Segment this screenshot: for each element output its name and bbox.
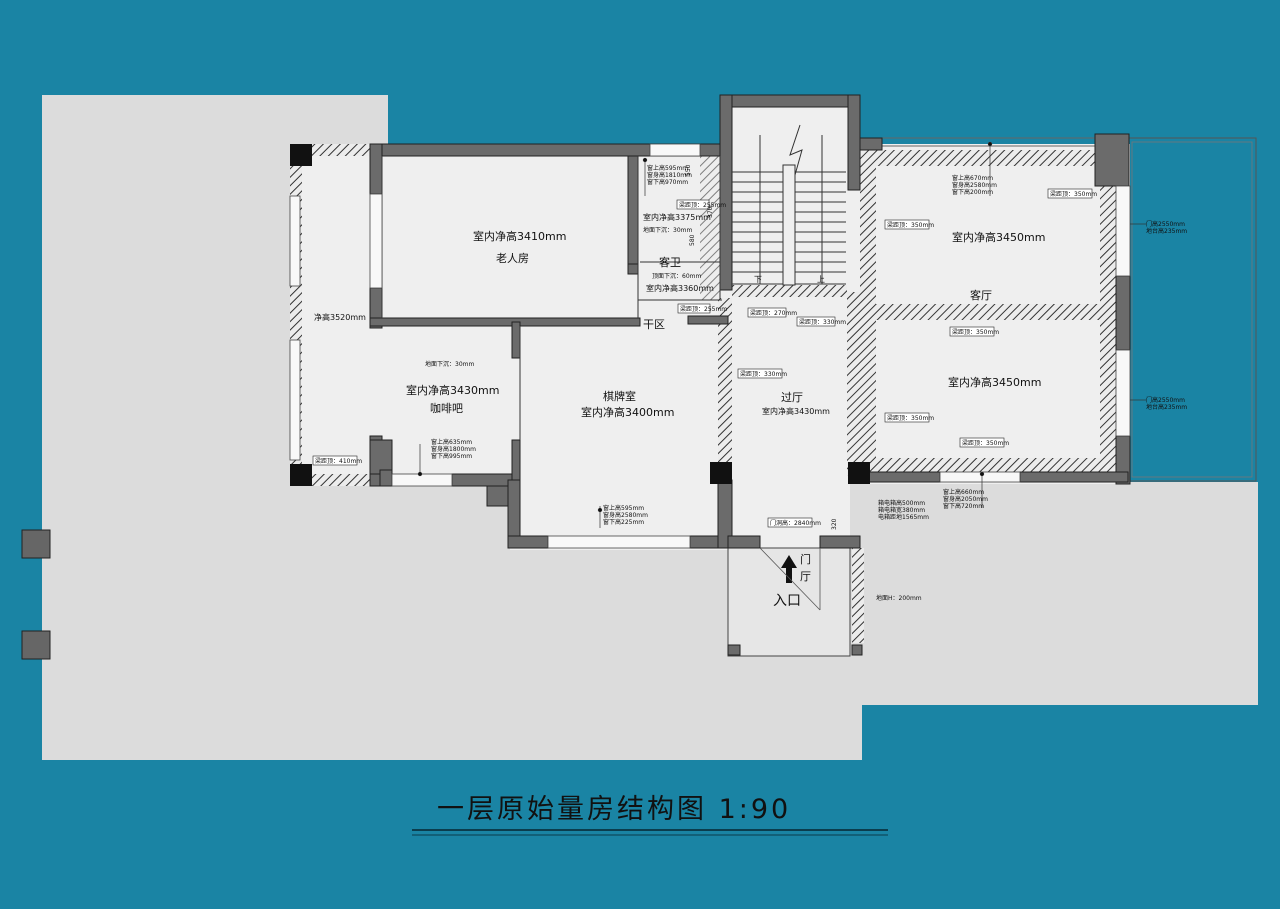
living-height-bottom: 室内净高3450mm	[948, 375, 1041, 389]
dimension-320: 320	[831, 518, 838, 530]
guest-bath-floor: 地面下沉：30mm	[643, 226, 692, 234]
window-spec: 窗下高995mm	[431, 452, 472, 460]
window-spec: 窗上高660mm	[943, 488, 984, 496]
door-swing	[759, 547, 821, 611]
foyer-name-2: 厅	[800, 570, 811, 583]
window-spec: 窗上高635mm	[431, 438, 472, 446]
windows	[289, 143, 1131, 549]
cafe-name: 咖啡吧	[430, 401, 463, 415]
wall-hatched	[718, 298, 732, 473]
foyer-name-1: 门	[800, 552, 811, 566]
column-marker	[21, 630, 51, 660]
window-spec: 窗身高1810mm	[647, 171, 692, 179]
stair-down-label: 下	[754, 275, 762, 284]
living-name: 客厅	[970, 288, 992, 302]
window-spec: 窗身高2050mm	[943, 495, 988, 503]
stair-up-label: 上	[817, 275, 825, 284]
entry-door-height: 门洞高：2840mm	[770, 519, 821, 527]
cafe-floor: 地面下沉：30mm	[425, 360, 474, 368]
hall-name: 过厅	[781, 391, 803, 404]
wall-hatched	[860, 458, 1116, 474]
guest-bath-name: 客卫	[659, 255, 681, 269]
drawing-title: 一层原始量房结构图 1:90	[437, 794, 791, 825]
beam-label: 梁距顶：255mm	[679, 201, 726, 209]
beam-hatched	[876, 304, 1100, 320]
beam-hatched	[732, 285, 847, 297]
door-spec: 地台高235mm	[1146, 403, 1187, 411]
guest-bath-height: 室内净高3375mm	[643, 212, 711, 222]
cafe-height: 室内净高3430mm	[406, 383, 499, 397]
entry-arrow-icon	[781, 555, 797, 583]
window-spec: 窗上高595mm	[603, 504, 644, 512]
guest-bath-height2: 室内净高3360mm	[646, 283, 714, 293]
beam-label: 梁距顶：350mm	[887, 221, 934, 229]
elder-room-name: 老人房	[496, 252, 529, 265]
beam-label: 梁距顶：330mm	[740, 370, 787, 378]
beam-label: 梁距顶：255mm	[680, 305, 727, 313]
living-height-top: 室内净高3450mm	[952, 230, 1045, 244]
beam-label: 梁距顶：350mm	[962, 439, 1009, 447]
east-terrace	[1127, 137, 1257, 482]
window-spec: 窗下高225mm	[603, 518, 644, 526]
mahjong-name: 棋牌室	[603, 389, 636, 403]
door-specs: 门高2550mm 地台高235mm 门高2550mm 地台高235mm 门洞高：…	[767, 220, 1187, 528]
mahjong-height: 室内净高3400mm	[581, 405, 674, 419]
door-spec: 门高2550mm	[1146, 220, 1185, 228]
elder-room-height: 室内净高3410mm	[473, 229, 566, 243]
window-spec: 窗上高670mm	[952, 174, 993, 182]
window-specs: 窗上高595mm 窗身高1810mm 窗下高970mm 窗上高635mm 窗身高…	[431, 164, 997, 526]
east-terrace-inner	[1131, 141, 1253, 478]
column-marker	[21, 529, 51, 559]
meter-box-spec: 电箱距地1565mm	[878, 513, 929, 521]
window-spec: 窗身高2580mm	[952, 181, 997, 189]
solid-walls	[369, 94, 1131, 656]
dimension-550: 550	[685, 164, 692, 176]
dimension-370: 370	[707, 206, 714, 218]
beam-label: 梁距顶：330mm	[799, 318, 846, 326]
window-spec: 窗身高1800mm	[431, 445, 476, 453]
wall-hatched	[860, 150, 1110, 166]
meter-box-spec: 箱电箱高500mm	[878, 499, 925, 507]
window-spec: 窗下高970mm	[647, 178, 688, 186]
structural-columns	[290, 144, 870, 486]
beam-label: 梁距顶：410mm	[315, 457, 362, 465]
hall-height: 室内净高3430mm	[762, 406, 830, 416]
beam-label: 梁距顶：270mm	[750, 309, 797, 317]
window-spec: 窗上高595mm	[647, 164, 688, 172]
beam-label: 梁距顶：350mm	[1050, 190, 1097, 198]
door-spec: 门高2550mm	[1146, 396, 1185, 404]
window-spec: 窗下高200mm	[952, 188, 993, 196]
wall-hatched	[1100, 150, 1116, 480]
wall-hatched	[852, 548, 864, 643]
leader-lines	[417, 141, 1146, 528]
entrance-label: 入口	[773, 593, 801, 609]
dimension-580: 580	[689, 234, 696, 246]
beam-label: 梁距顶：350mm	[952, 328, 999, 336]
window-spec: 窗下高720mm	[943, 502, 984, 510]
door-spec: 地台高235mm	[1146, 227, 1187, 235]
beam-labels: 梁距顶：255mm 梁距顶：255mm 梁距顶：270mm 梁距顶：330mm …	[312, 188, 1097, 466]
floor-height-note: 地面H：200mm	[876, 594, 922, 602]
wall-hatched	[860, 150, 876, 480]
beam-label: 梁距顶：350mm	[887, 414, 934, 422]
corridor-height: 净高3520mm	[314, 312, 366, 322]
dry-zone-name: 干区	[643, 318, 665, 331]
wall-hatched	[700, 155, 720, 300]
window-spec: 窗身高2580mm	[603, 511, 648, 519]
guest-bath-ceiling: 顶面下沉：60mm	[652, 272, 701, 280]
staircase	[732, 124, 846, 286]
meter-box-spec: 箱电箱宽380mm	[878, 506, 925, 514]
